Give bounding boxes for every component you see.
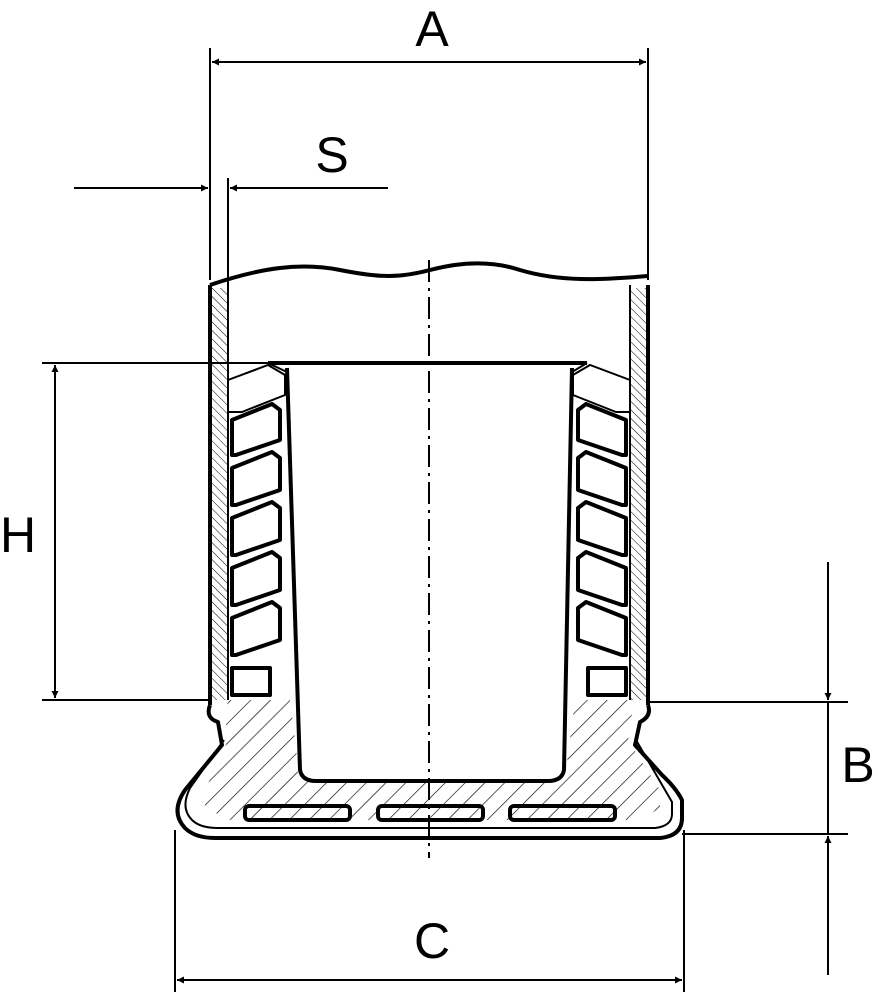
outer-tube: [208, 261, 650, 705]
right-thread-teeth: [572, 363, 631, 697]
dimension-h-label: H: [0, 507, 36, 563]
dimension-h: H: [0, 362, 268, 701]
dimension-a: A: [209, 1, 649, 280]
dimension-c-label: C: [414, 913, 450, 969]
dimension-s: S: [74, 127, 388, 285]
base-foot: [175, 704, 684, 840]
dimension-s-label: S: [315, 127, 348, 183]
left-thread-teeth: [227, 363, 286, 697]
dimension-c: C: [174, 830, 685, 992]
dimension-a-label: A: [415, 1, 449, 57]
dimension-b: B: [648, 562, 875, 975]
dimension-b-label: B: [841, 737, 874, 793]
insert-body: [205, 361, 660, 820]
